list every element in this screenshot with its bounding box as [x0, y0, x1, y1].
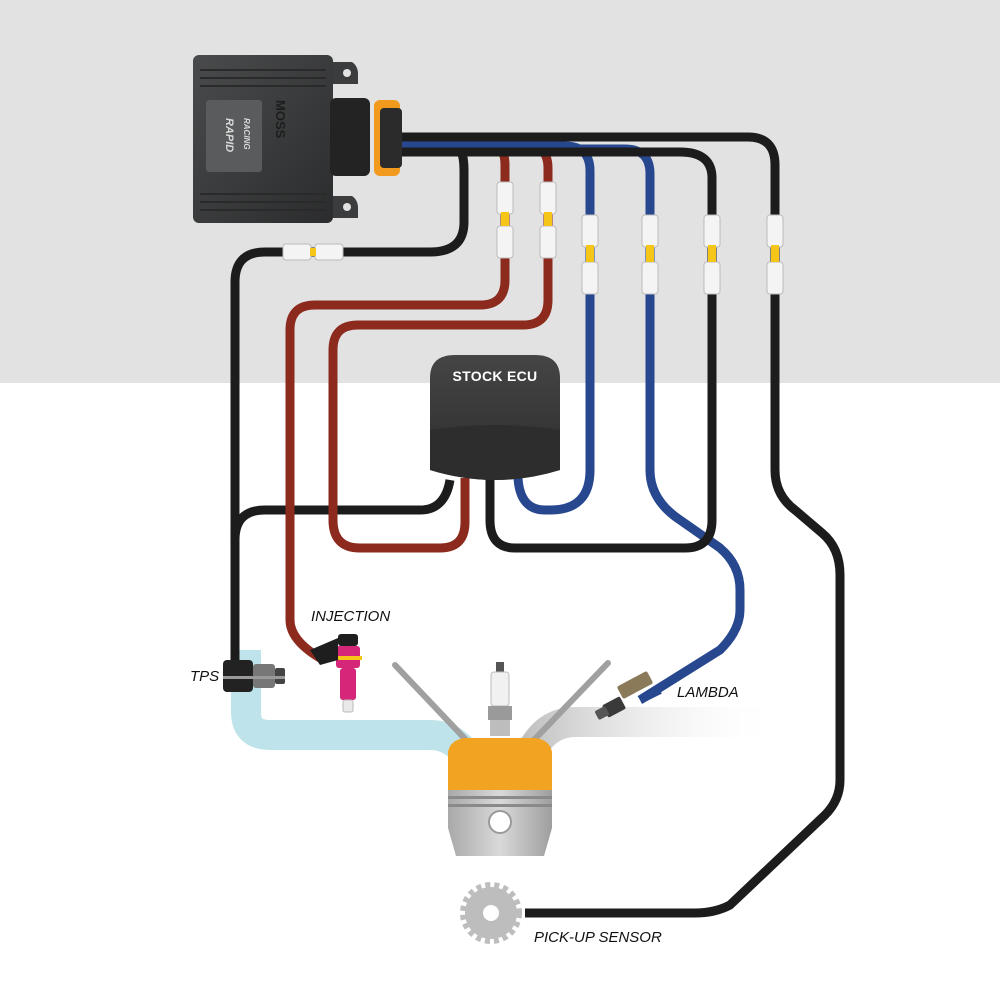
module-model: MOSS — [273, 100, 288, 139]
connector-lambda — [641, 214, 659, 295]
spark-plug-icon — [488, 662, 512, 736]
connector-tps — [282, 243, 344, 261]
connector-injection-1 — [496, 181, 514, 259]
piston-icon — [448, 738, 552, 856]
oxygen-sensor-icon — [595, 671, 662, 720]
intake-valve — [392, 662, 471, 745]
stock-ecu-label: STOCK ECU — [453, 368, 538, 384]
wire-injection-2 — [328, 138, 553, 553]
connector-pickup — [766, 214, 784, 295]
throttle-position-sensor-icon — [223, 660, 285, 692]
wire-pickup — [398, 132, 845, 918]
wire-lambda — [398, 144, 745, 704]
label-injection: INJECTION — [311, 608, 390, 625]
label-tps: TPS — [190, 668, 219, 685]
wire-stock-ecu-left — [230, 479, 455, 541]
connectors — [282, 181, 784, 295]
module-brand-sub: RACING — [242, 118, 251, 150]
connector-stock-ecu — [703, 214, 721, 295]
connector-injection-2 — [539, 181, 557, 259]
wire-stock-ecu-right — [398, 147, 717, 553]
pickup-gear-icon — [460, 882, 522, 944]
label-pickup-sensor: PICK-UP SENSOR — [534, 929, 662, 946]
connector-blue-1 — [581, 214, 599, 295]
tuning-module-icon: RAPID RACING MOSS — [193, 55, 402, 223]
ecu-box-icon: STOCK ECU — [430, 355, 560, 480]
exhaust-valve — [529, 660, 611, 745]
fuel-injector-icon — [310, 634, 362, 713]
module-brand: RAPID — [223, 118, 235, 152]
label-lambda: LAMBDA — [677, 684, 739, 701]
